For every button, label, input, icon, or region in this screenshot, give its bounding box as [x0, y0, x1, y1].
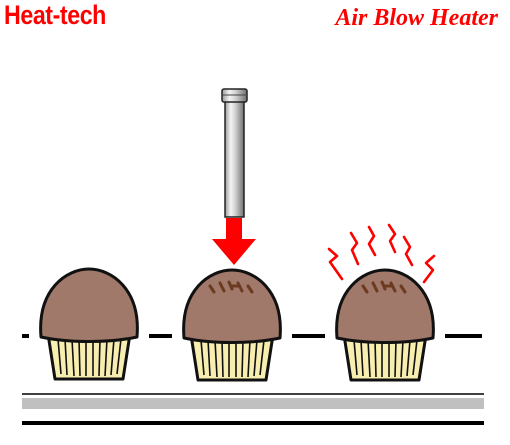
muffin-icon — [325, 268, 445, 382]
muffin-icon — [29, 267, 149, 381]
air-blow-heater-icon — [221, 88, 248, 218]
page-title: Air Blow Heater — [335, 5, 498, 31]
brand-logo-text: Heat-tech — [4, 0, 106, 30]
heat-waves-icon — [327, 223, 436, 284]
muffin-icon — [172, 268, 292, 382]
hot-air-arrow-icon — [212, 218, 256, 265]
browned-crust — [208, 280, 254, 294]
browned-crust — [361, 280, 407, 294]
